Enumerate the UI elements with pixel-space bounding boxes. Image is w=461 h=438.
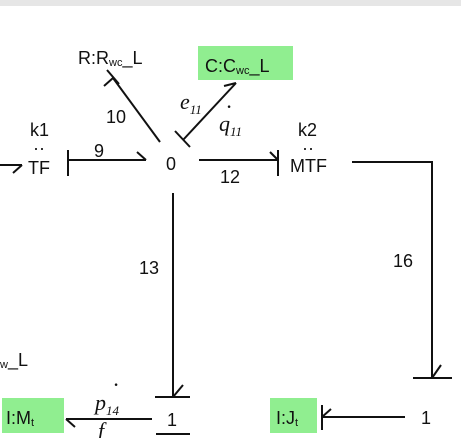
bond-11-line[interactable] bbox=[182, 82, 237, 141]
bond-12-half-arrow bbox=[269, 151, 279, 161]
left-cut-label: w_L bbox=[0, 350, 28, 371]
bond-11-causal-stroke bbox=[174, 130, 191, 148]
zero-junction[interactable]: 0 bbox=[166, 154, 176, 174]
var-p14-dot: · bbox=[113, 372, 119, 397]
mtf-dots: ·· bbox=[302, 138, 314, 158]
bond-into-tf-half-arrow bbox=[12, 164, 23, 174]
bond-15-half-arrow bbox=[321, 408, 332, 418]
bond-16-label: 16 bbox=[393, 251, 413, 271]
top-toolbar-strip bbox=[0, 0, 461, 6]
var-p14: p14 bbox=[93, 390, 120, 418]
one-junction-right[interactable]: 1 bbox=[421, 408, 431, 428]
i-mass-element[interactable]: I:Mt bbox=[6, 408, 34, 429]
bond-13-label: 13 bbox=[139, 258, 159, 278]
bond-12-label: 12 bbox=[220, 167, 240, 187]
mtf-param-k2: k2 bbox=[298, 120, 317, 140]
var-e11: e11 bbox=[180, 89, 202, 117]
bond-9-half-arrow bbox=[136, 151, 147, 161]
i-inertia-highlight bbox=[270, 398, 317, 433]
bond-10-line[interactable] bbox=[112, 77, 161, 143]
tf-element[interactable]: TF bbox=[28, 158, 50, 178]
mtf-element[interactable]: MTF bbox=[290, 156, 327, 176]
bond-9-label: 9 bbox=[94, 141, 104, 161]
var-f-partial: f bbox=[98, 418, 107, 438]
i-inertia-element[interactable]: I:Jt bbox=[276, 408, 298, 429]
i-mass-highlight bbox=[2, 398, 64, 433]
bond-11-half-arrow bbox=[223, 82, 237, 87]
var-q11: q11 bbox=[219, 111, 242, 139]
bond-10-label: 10 bbox=[106, 107, 126, 127]
one-junction-left[interactable]: 1 bbox=[167, 410, 177, 430]
bond-13-half-arrow bbox=[172, 384, 184, 398]
r-element-label[interactable]: R:Rwc_L bbox=[78, 48, 142, 69]
bond-10-half-arrow bbox=[103, 77, 114, 87]
bond-16-line[interactable] bbox=[352, 161, 433, 378]
c-element-highlight bbox=[198, 46, 293, 80]
bond-10-causal-stroke bbox=[106, 69, 120, 85]
tf-dots: ·· bbox=[33, 138, 45, 158]
var-q11-dot: · bbox=[226, 94, 232, 119]
tf-param-k1: k1 bbox=[30, 120, 49, 140]
bond-16-half-arrow bbox=[431, 364, 442, 379]
bond-14-half-arrow bbox=[65, 418, 76, 428]
c-element-label[interactable]: C:Cwc_L bbox=[205, 56, 269, 77]
